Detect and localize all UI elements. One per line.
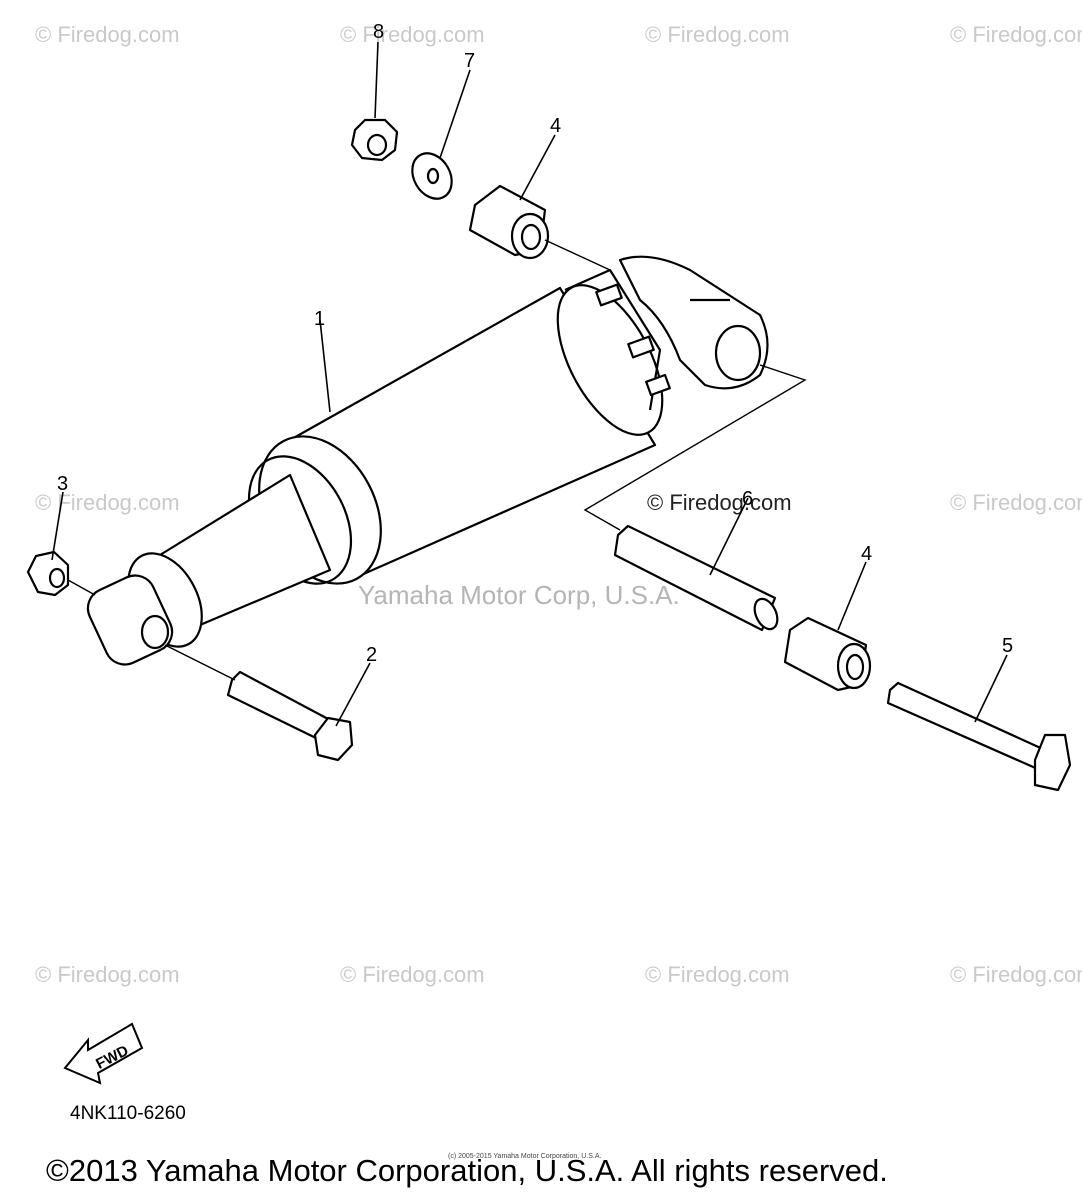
tiny-notice: (c) 2005-2015 Yamaha Motor Corporation, … [448,1153,601,1160]
watermark: © Firedog.com [35,490,180,515]
watermark: © Firedog.com [35,962,180,987]
overlay-watermark: Yamaha Motor Corp, U.S.A. [358,580,680,610]
callout-6: 6 [742,488,753,510]
callout-1: 1 [314,308,325,330]
nut-part [350,118,399,162]
copyright-text: ©2013 Yamaha Motor Corporation, U.S.A. A… [46,1153,888,1188]
diagram-code: 4NK110-6260 [70,1103,186,1124]
callouts: 8 7 4 1 3 2 6 4 5 [57,21,1013,666]
callout-7: 7 [464,50,475,72]
collar-upper-part [468,184,550,260]
fwd-arrow-icon: FWD [63,1022,144,1085]
callout-8: 8 [373,21,384,43]
watermark: © Firedog.com [950,490,1082,515]
callout-3: 3 [57,473,68,495]
pipe-part [613,524,779,632]
shock-absorber-part [86,255,769,666]
collar-lower-part [783,616,872,692]
callout-5: 5 [1002,635,1013,657]
washer-part [411,152,453,200]
watermark: © Firedog.com [645,962,790,987]
watermark: © Firedog.com [340,22,485,47]
callout-4-lower: 4 [861,543,872,565]
leader-lines [51,41,1008,727]
upper-bolt-part [886,681,1072,792]
watermark: © Firedog.com [340,962,485,987]
assembly-lines [67,239,807,681]
watermark: © Firedog.com [950,962,1082,987]
nut-lower-part [26,550,70,597]
watermark: © Firedog.com [35,22,180,47]
callout-4-upper: 4 [550,115,561,137]
callout-2: 2 [366,644,377,666]
watermark-center: © Firedog.com [647,490,792,515]
lower-bolt-part [226,670,354,762]
watermark: © Firedog.com [645,22,790,47]
watermark: © Firedog.com [950,22,1082,47]
watermark-layer: © Firedog.com © Firedog.com © Firedog.co… [35,22,1082,987]
